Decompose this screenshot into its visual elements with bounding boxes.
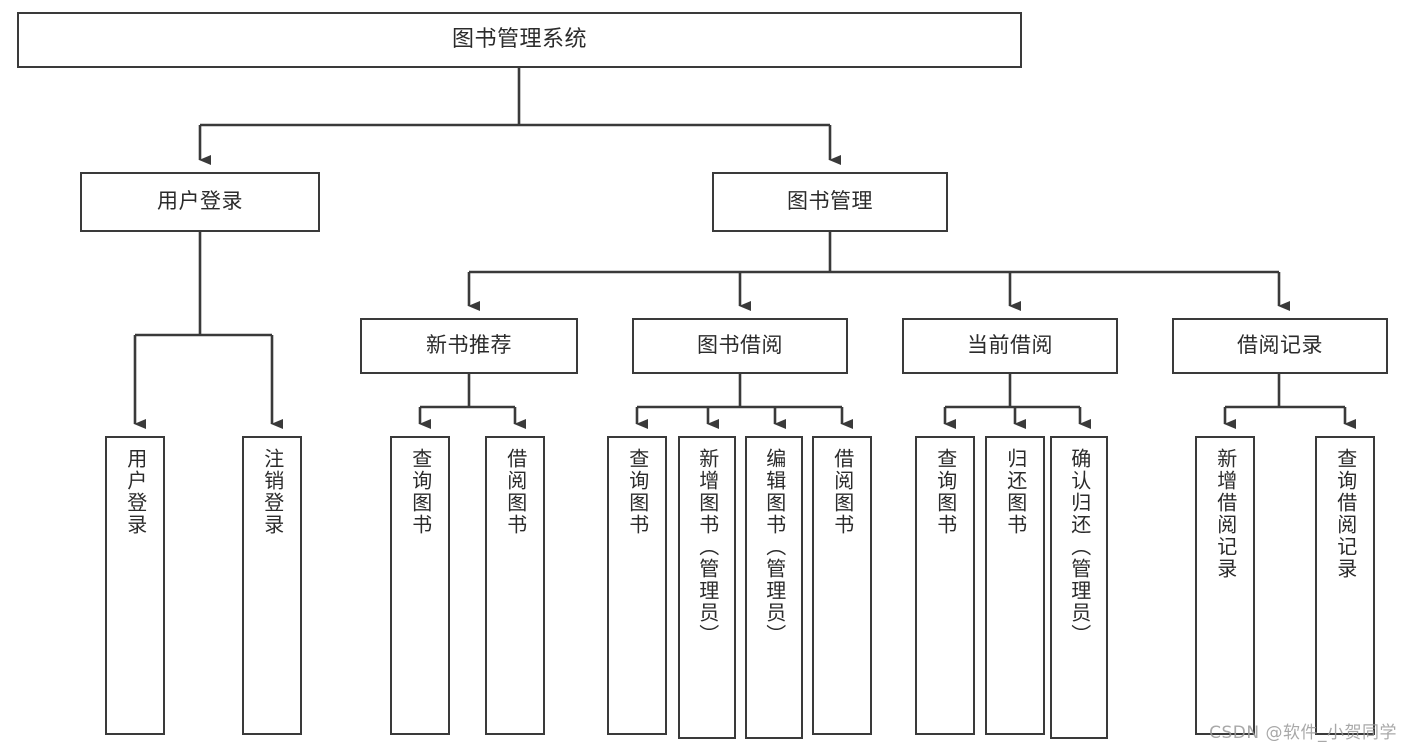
leaf-confirm-return-admin[interactable]: 确认归还（管理员） bbox=[1050, 436, 1108, 739]
leaf-edit-book-admin[interactable]: 编辑图书（管理员） bbox=[745, 436, 803, 739]
leaf-logout[interactable]: 注销登录 bbox=[242, 436, 302, 735]
node-label: 查询图书 bbox=[933, 448, 958, 536]
node-label: 图书管理系统 bbox=[451, 26, 587, 52]
node-label: 图书借阅 bbox=[697, 333, 783, 358]
leaf-return-book[interactable]: 归还图书 bbox=[985, 436, 1045, 735]
node-root-book-management-system[interactable]: 图书管理系统 bbox=[17, 12, 1022, 68]
node-label: 查询图书 bbox=[408, 448, 433, 536]
node-book-borrow[interactable]: 图书借阅 bbox=[632, 318, 848, 374]
node-label: 编辑图书（管理员） bbox=[762, 448, 787, 646]
node-borrow-record[interactable]: 借阅记录 bbox=[1172, 318, 1388, 374]
leaf-query-borrow-record[interactable]: 查询借阅记录 bbox=[1315, 436, 1375, 735]
node-label: 归还图书 bbox=[1003, 448, 1028, 536]
csdn-watermark: CSDN @软件_小贺同学 bbox=[1209, 723, 1397, 743]
leaf-user-login[interactable]: 用户登录 bbox=[105, 436, 165, 735]
node-label: 注销登录 bbox=[260, 448, 285, 536]
node-label: 借阅图书 bbox=[503, 448, 528, 536]
leaf-borrow-book[interactable]: 借阅图书 bbox=[812, 436, 872, 735]
node-label: 查询图书 bbox=[625, 448, 650, 536]
leaf-add-book-admin[interactable]: 新增图书（管理员） bbox=[678, 436, 736, 739]
node-current-borrow[interactable]: 当前借阅 bbox=[902, 318, 1118, 374]
node-new-book-recommend[interactable]: 新书推荐 bbox=[360, 318, 578, 374]
node-label: 查询借阅记录 bbox=[1333, 448, 1358, 580]
node-book-management[interactable]: 图书管理 bbox=[712, 172, 948, 232]
leaf-borrow-book-newbook[interactable]: 借阅图书 bbox=[485, 436, 545, 735]
leaf-add-borrow-record[interactable]: 新增借阅记录 bbox=[1195, 436, 1255, 735]
node-label: 图书管理 bbox=[787, 189, 873, 214]
leaf-query-book-borrow[interactable]: 查询图书 bbox=[607, 436, 667, 735]
node-label: 借阅图书 bbox=[830, 448, 855, 536]
node-label: 当前借阅 bbox=[967, 333, 1053, 358]
node-label: 借阅记录 bbox=[1237, 333, 1323, 358]
node-label: 用户登录 bbox=[123, 448, 148, 536]
leaf-query-book-current[interactable]: 查询图书 bbox=[915, 436, 975, 735]
node-user-login[interactable]: 用户登录 bbox=[80, 172, 320, 232]
node-label: 用户登录 bbox=[157, 189, 243, 214]
node-label: 新书推荐 bbox=[426, 333, 512, 358]
node-label: 确认归还（管理员） bbox=[1067, 448, 1092, 646]
node-label: 新增图书（管理员） bbox=[695, 448, 720, 646]
node-label: 新增借阅记录 bbox=[1213, 448, 1238, 580]
leaf-query-book-newbook[interactable]: 查询图书 bbox=[390, 436, 450, 735]
